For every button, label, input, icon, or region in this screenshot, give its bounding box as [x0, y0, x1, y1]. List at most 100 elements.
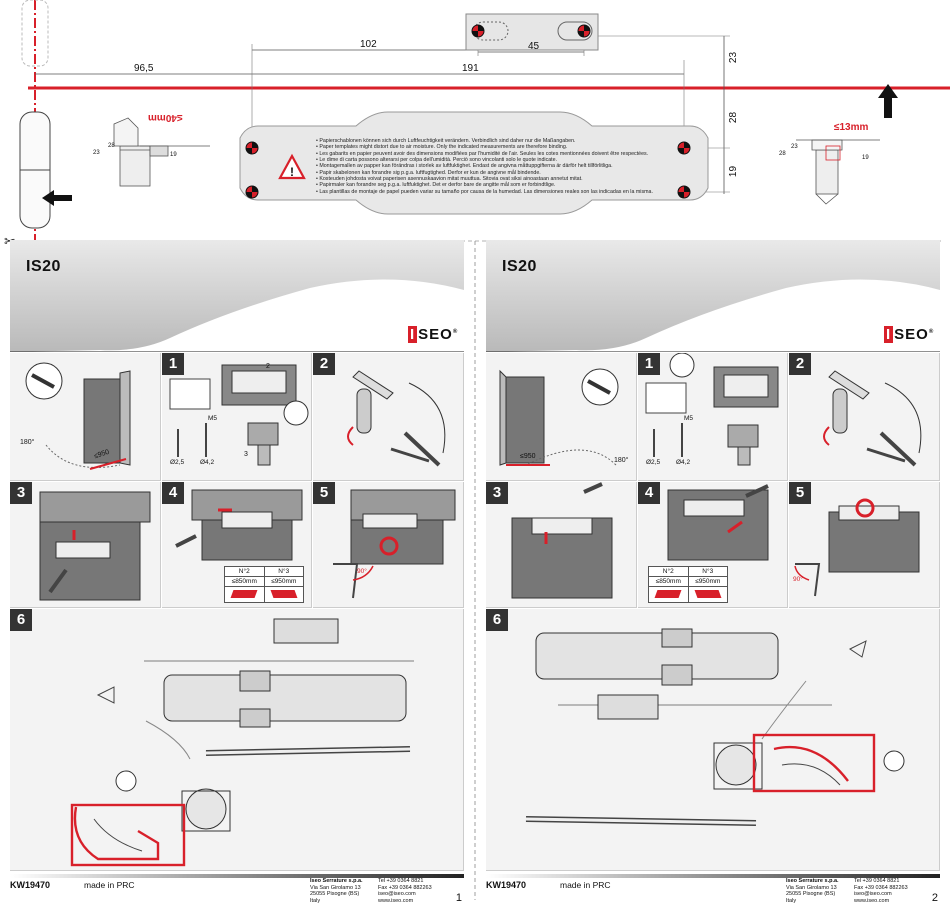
dim-191: 191 — [462, 63, 479, 74]
document-code: KW19470 — [486, 880, 527, 890]
left-side-detail — [113, 117, 210, 187]
warning-text: Kosteuden johdosta voivat paperisen asen… — [316, 176, 686, 182]
warning-text: Paper templates might distort due to air… — [316, 144, 686, 150]
step-number: 1 — [162, 353, 184, 375]
step-5: 5 90° — [789, 482, 940, 608]
step-number: 4 — [638, 482, 660, 504]
page-number: 2 — [931, 892, 938, 904]
table-cell: ≤850mm — [224, 576, 265, 587]
small-dim-23: 23 — [93, 150, 100, 156]
step-number: 6 — [486, 609, 508, 631]
screw-diameter-2: Ø4,2 — [200, 459, 215, 466]
left-detail-measure: ≤40mm — [148, 112, 183, 123]
small-dim-23b: 23 — [791, 144, 798, 150]
page-number: 1 — [455, 892, 462, 904]
step-intro: 180° ≤950 — [10, 353, 161, 481]
svg-text:!: ! — [290, 165, 294, 179]
width-label: ≤950 — [520, 453, 536, 460]
step-number: 6 — [10, 609, 32, 631]
warning-text: Papirmaler kan forandre seg p.g.a. luftf… — [316, 182, 686, 188]
dim-19: 19 — [728, 165, 740, 178]
table-header: N°2 — [648, 566, 689, 577]
spring-setting-icon — [270, 589, 298, 598]
table-cell: ≤850mm — [648, 576, 689, 587]
company-address: Iseo Serrature s.p.a. Via San Girolamo 1… — [786, 878, 839, 904]
step-5: 5 90° — [313, 482, 464, 608]
page-footer: KW19470 made in PRC Iseo Serrature s.p.a… — [486, 874, 940, 904]
step-3: 3 — [10, 482, 161, 608]
table-cell: ≤950mm — [687, 576, 728, 587]
small-dim-19: 19 — [170, 152, 177, 158]
angle-90: 90° — [793, 576, 803, 583]
spring-setting-icon — [654, 589, 682, 598]
dim-23: 23 — [728, 51, 740, 64]
step-number: 2 — [789, 353, 811, 375]
screw-diameter-2: Ø4,2 — [676, 459, 691, 466]
dim-28: 28 — [728, 111, 740, 124]
screw-diameter-1: Ø2,5 — [170, 459, 185, 466]
angle-label: 180° — [614, 457, 629, 464]
angle-90: 90° — [357, 568, 367, 575]
step-2: 2 — [789, 353, 940, 481]
step-6: 6 — [486, 609, 940, 871]
page-footer: KW19470 made in PRC Iseo Serrature s.p.a… — [10, 874, 464, 904]
right-side-detail — [796, 139, 880, 205]
warning-text: Montagemallen av papper kan förändras i … — [316, 163, 686, 169]
warning-text: Papir skabelonen kan forandre sig p.g.a.… — [316, 170, 686, 176]
company-contact: Tel +39 0364 8821 Fax +39 0364 882263 is… — [378, 878, 432, 904]
step-2: 2 — [313, 353, 464, 481]
model-name: IS20 — [502, 258, 537, 275]
step-number: 3 — [10, 482, 32, 504]
step-number: 5 — [313, 482, 335, 504]
small-dim-28b: 28 — [779, 151, 786, 157]
warning-text: Las plantillas de montaje de papel puede… — [316, 189, 686, 195]
company-contact: Tel +39 0364 8821 Fax +39 0364 882263 is… — [854, 878, 908, 904]
warning-text: Le dime di carta possono alterarsi per c… — [316, 157, 686, 163]
dim-45: 45 — [528, 41, 540, 52]
warning-text: Les gabarits en papier peuvent avoir des… — [316, 151, 686, 157]
template-guides: ! ✂ — [4, 0, 950, 900]
document-code: KW19470 — [10, 880, 51, 890]
step-number: 2 — [313, 353, 335, 375]
made-in: made in PRC — [84, 880, 135, 890]
spring-setting-icon — [694, 589, 722, 598]
step-number: 3 — [486, 482, 508, 504]
step-number: 4 — [162, 482, 184, 504]
step-intro: 180° ≤950 — [486, 353, 637, 481]
step-1: 1 2 M5 Ø2,5 Ø4,2 3 — [162, 353, 312, 481]
table-header: N°2 — [224, 566, 265, 577]
svg-text:✂: ✂ — [4, 234, 16, 250]
dim-102: 102 — [360, 39, 377, 50]
screw-m5: M5 — [208, 415, 218, 422]
step-1: 1 M5 Ø2,5 Ø4,2 — [638, 353, 788, 481]
screw-diameter-1: Ø2,5 — [646, 459, 661, 466]
callout-3: 3 — [244, 451, 248, 458]
template-warning-list: Papierschablonen können sich durch Luftf… — [316, 138, 686, 195]
small-dim-28: 28 — [108, 143, 115, 149]
step-6: 6 — [10, 609, 464, 871]
step-number: 1 — [638, 353, 660, 375]
step-number: 5 — [789, 482, 811, 504]
made-in: made in PRC — [560, 880, 611, 890]
table-header: N°3 — [687, 566, 728, 577]
small-dim-19b: 19 — [862, 155, 869, 161]
table-header: N°3 — [263, 566, 304, 577]
model-name: IS20 — [26, 258, 61, 275]
spring-setting-icon — [230, 589, 258, 598]
angle-label: 180° — [20, 439, 35, 446]
callout-2: 2 — [266, 363, 270, 370]
right-detail-measure: ≤13mm — [834, 122, 869, 133]
company-address: Iseo Serrature s.p.a. Via San Girolamo 1… — [310, 878, 363, 904]
warning-text: Papierschablonen können sich durch Luftf… — [316, 138, 686, 144]
table-cell: ≤950mm — [263, 576, 304, 587]
